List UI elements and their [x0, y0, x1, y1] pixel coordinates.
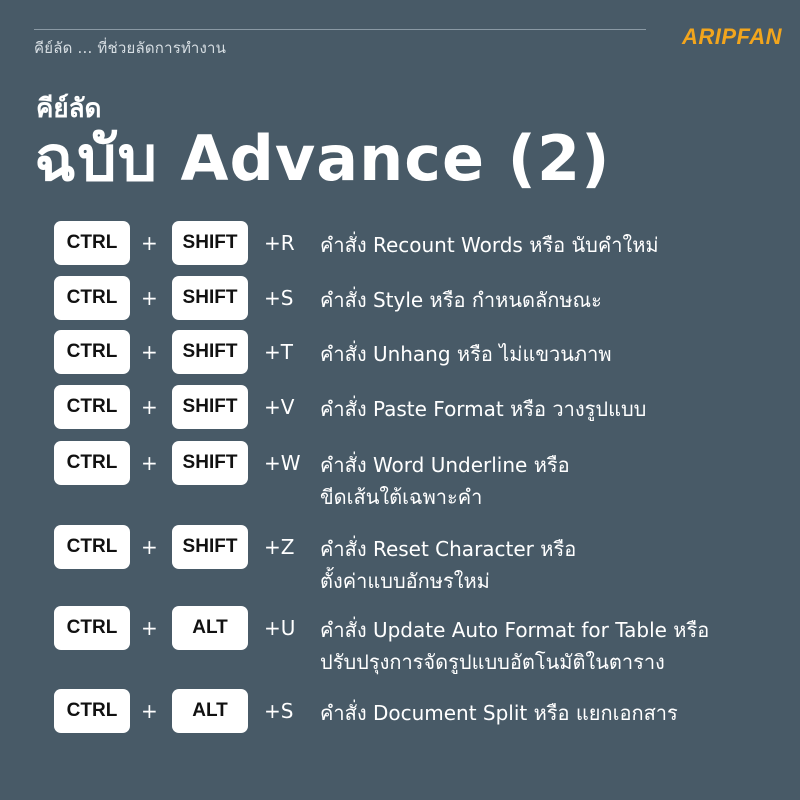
plus-sign: + [141, 699, 158, 723]
description-line-1: คำสั่ง Paste Format หรือ วางรูปแบบ [320, 397, 647, 421]
description-line-1: คำสั่ง Update Auto Format for Table หรือ [320, 618, 710, 642]
plus-sign: + [141, 395, 158, 419]
aripfan-logo: ARIPFAN [682, 24, 783, 49]
plus-sign: + [141, 451, 158, 475]
extra-key: +V [264, 395, 295, 419]
description-line-1: คำสั่ง Style หรือ กำหนดลักษณะ [320, 288, 602, 312]
modifier-key: SHIFT [172, 385, 248, 429]
plus-sign: + [141, 231, 158, 255]
modifier-key: ALT [172, 606, 248, 650]
modifier-key: SHIFT [172, 276, 248, 320]
description-line-2: ตั้งค่าแบบอักษรใหม่ [320, 569, 490, 593]
plus-sign: + [141, 616, 158, 640]
ctrl-key: CTRL [54, 606, 130, 650]
extra-key: +T [264, 340, 293, 364]
shortcut-description: คำสั่ง Reset Character หรือ ตั้งค่าแบบอั… [320, 533, 576, 597]
extra-key: +S [264, 699, 294, 723]
modifier-key: ALT [172, 689, 248, 733]
ctrl-key: CTRL [54, 276, 130, 320]
description-line-2: ปรับปรุงการจัดรูปแบบอัตโนมัติในตาราง [320, 650, 665, 674]
description-line-1: คำสั่ง Recount Words หรือ นับคำใหม่ [320, 233, 659, 257]
shortcut-description: คำสั่ง Update Auto Format for Table หรือ… [320, 614, 709, 678]
title-small: คีย์ลัด [36, 94, 102, 124]
shortcut-description: คำสั่ง Word Underline หรือ ขีดเส้นใต้เฉพ… [320, 449, 570, 513]
ctrl-key: CTRL [54, 385, 130, 429]
page-title: ฉบับ Advance (2) [34, 122, 611, 195]
modifier-key: SHIFT [172, 330, 248, 374]
extra-key: +R [264, 231, 295, 255]
plus-sign: + [141, 535, 158, 559]
ctrl-key: CTRL [54, 441, 130, 485]
description-line-1: คำสั่ง Document Split หรือ แยกเอกสาร [320, 701, 678, 725]
ctrl-key: CTRL [54, 221, 130, 265]
shortcut-description: คำสั่ง Style หรือ กำหนดลักษณะ [320, 284, 602, 316]
header-divider [34, 29, 646, 30]
page-subtitle: คีย์ลัด ... ที่ช่วยลัดการทำงาน [34, 39, 227, 57]
description-line-1: คำสั่ง Unhang หรือ ไม่แขวนภาพ [320, 342, 612, 366]
shortcut-description: คำสั่ง Paste Format หรือ วางรูปแบบ [320, 393, 646, 425]
description-line-1: คำสั่ง Word Underline หรือ [320, 453, 570, 477]
shortcut-description: คำสั่ง Recount Words หรือ นับคำใหม่ [320, 229, 659, 261]
description-line-2: ขีดเส้นใต้เฉพาะคำ [320, 485, 483, 509]
shortcut-description: คำสั่ง Document Split หรือ แยกเอกสาร [320, 697, 678, 729]
modifier-key: SHIFT [172, 525, 248, 569]
extra-key: +W [264, 451, 301, 475]
ctrl-key: CTRL [54, 330, 130, 374]
plus-sign: + [141, 286, 158, 310]
extra-key: +U [264, 616, 296, 640]
description-line-1: คำสั่ง Reset Character หรือ [320, 537, 577, 561]
extra-key: +Z [264, 535, 295, 559]
extra-key: +S [264, 286, 294, 310]
ctrl-key: CTRL [54, 525, 130, 569]
ctrl-key: CTRL [54, 689, 130, 733]
plus-sign: + [141, 340, 158, 364]
modifier-key: SHIFT [172, 441, 248, 485]
modifier-key: SHIFT [172, 221, 248, 265]
shortcut-description: คำสั่ง Unhang หรือ ไม่แขวนภาพ [320, 338, 612, 370]
